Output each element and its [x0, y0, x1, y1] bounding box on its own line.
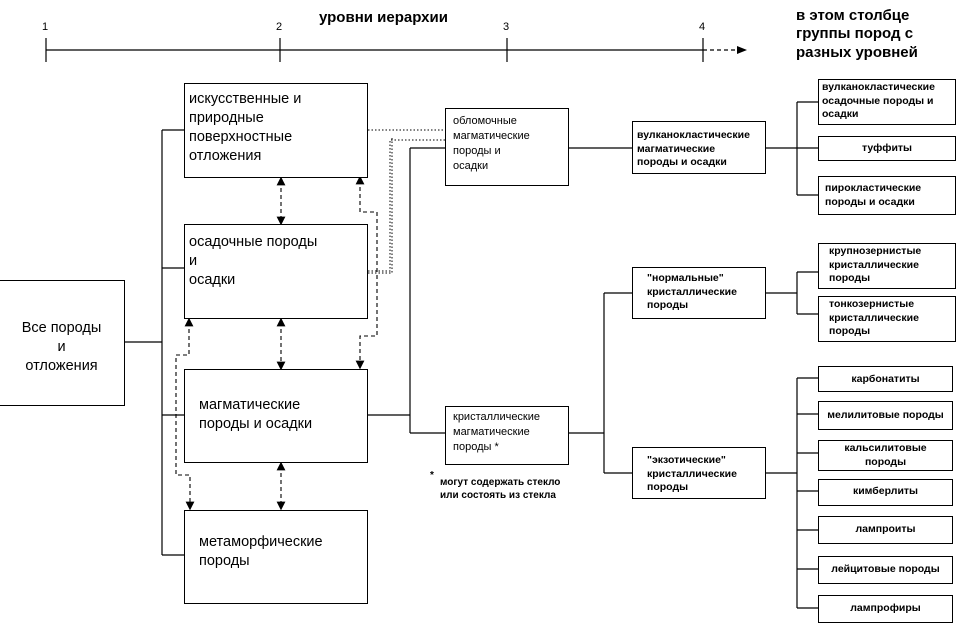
box-kimberlites-label: кимберлиты [852, 485, 919, 497]
box-magmatic: магматические породы и осадки [184, 369, 368, 463]
box-normal-crystalline: "нормальные" кристаллические породы [632, 267, 766, 319]
box-tuffites-label: туффиты [861, 142, 913, 154]
box-all-rocks-label: Все породы и отложения [21, 320, 102, 374]
box-normal-crystalline-label: "нормальные" кристаллические породы [647, 272, 737, 312]
box-lamprophyres: лампрофиры [818, 595, 953, 623]
box-crystalline-magmatic: кристаллические магматические породы * [445, 406, 569, 465]
axis-tick-3: 3 [503, 21, 510, 33]
axis-tick-1: 1 [42, 21, 49, 33]
footnote-text: могут содержать стекло или состоять из с… [440, 477, 561, 501]
box-metamorphic-label: метаморфические породы [199, 534, 323, 569]
box-clastic-magmatic: обломочные магматические породы и осадки [445, 108, 569, 186]
box-volcaniclastic-sedimentary-label: вулканокластические осадочные породы и о… [822, 81, 935, 121]
box-lamproites-label: лампроиты [855, 523, 916, 535]
box-melilite-label: мелилитовые породы [827, 409, 944, 421]
box-clastic-magmatic-label: обломочные магматические породы и осадки [453, 115, 530, 172]
box-fine-grained: тонкозернистые кристаллические породы [818, 296, 956, 342]
box-magmatic-label: магматические породы и осадки [199, 397, 313, 432]
footnote-mark: * [430, 470, 434, 481]
box-crystalline-magmatic-label: кристаллические магматические породы * [453, 411, 541, 453]
levels-title: уровни иерархии [319, 9, 448, 26]
dashed-relations [175, 175, 378, 511]
box-leucite: лейцитовые породы [818, 556, 953, 584]
box-exotic-crystalline: "экзотические" кристаллические породы [632, 447, 766, 499]
box-volcaniclastic-magmatic: вулканокластические магматические породы… [632, 121, 766, 174]
box-kimberlites: кимберлиты [818, 479, 953, 506]
box-metamorphic: метаморфические породы [184, 510, 368, 604]
box-coarse-grained: крупнозернистые кристаллические породы [818, 243, 956, 289]
box-artificial-deposits-label: искусственные и природные поверхностные … [189, 91, 302, 164]
box-tuffites: туффиты [818, 136, 956, 161]
column-note: в этом столбце группы пород с разных уро… [796, 7, 918, 61]
tree-level1-level2 [125, 129, 184, 556]
box-volcaniclastic-magmatic-label: вулканокластические магматические породы… [637, 129, 750, 169]
tree-level2-level3 [368, 147, 445, 434]
tree-level4-groups [766, 101, 818, 609]
box-kalsilite-label: кальсилитовые породы [844, 442, 927, 468]
box-all-rocks: Все породы и отложения [0, 280, 125, 406]
box-pyroclastic-label: пирокластические породы и осадки [825, 182, 922, 208]
box-lamproites: лампроиты [818, 516, 953, 544]
dotted-links [368, 129, 445, 274]
box-fine-grained-label: тонкозернистые кристаллические породы [829, 298, 919, 338]
box-exotic-crystalline-label: "экзотические" кристаллические породы [647, 454, 737, 494]
box-carbonatites-label: карбонатиты [851, 373, 920, 385]
box-sedimentary: осадочные породы и осадки [184, 224, 368, 319]
box-pyroclastic: пирокластические породы и осадки [818, 176, 956, 215]
axis-tick-2: 2 [276, 21, 283, 33]
axis-tick-4: 4 [699, 21, 706, 33]
box-volcaniclastic-sedimentary: вулканокластические осадочные породы и о… [818, 79, 956, 125]
tree-level3-level4 [569, 147, 632, 474]
box-leucite-label: лейцитовые породы [831, 563, 940, 575]
box-melilite: мелилитовые породы [818, 401, 953, 430]
hierarchy-axis [45, 38, 747, 62]
box-carbonatites: карбонатиты [818, 366, 953, 392]
box-lamprophyres-label: лампрофиры [850, 602, 921, 614]
box-sedimentary-label: осадочные породы и осадки [189, 234, 318, 288]
box-coarse-grained-label: крупнозернистые кристаллические породы [829, 245, 922, 285]
box-artificial-deposits: искусственные и природные поверхностные … [184, 83, 368, 178]
box-kalsilite: кальсилитовые породы [818, 440, 953, 471]
